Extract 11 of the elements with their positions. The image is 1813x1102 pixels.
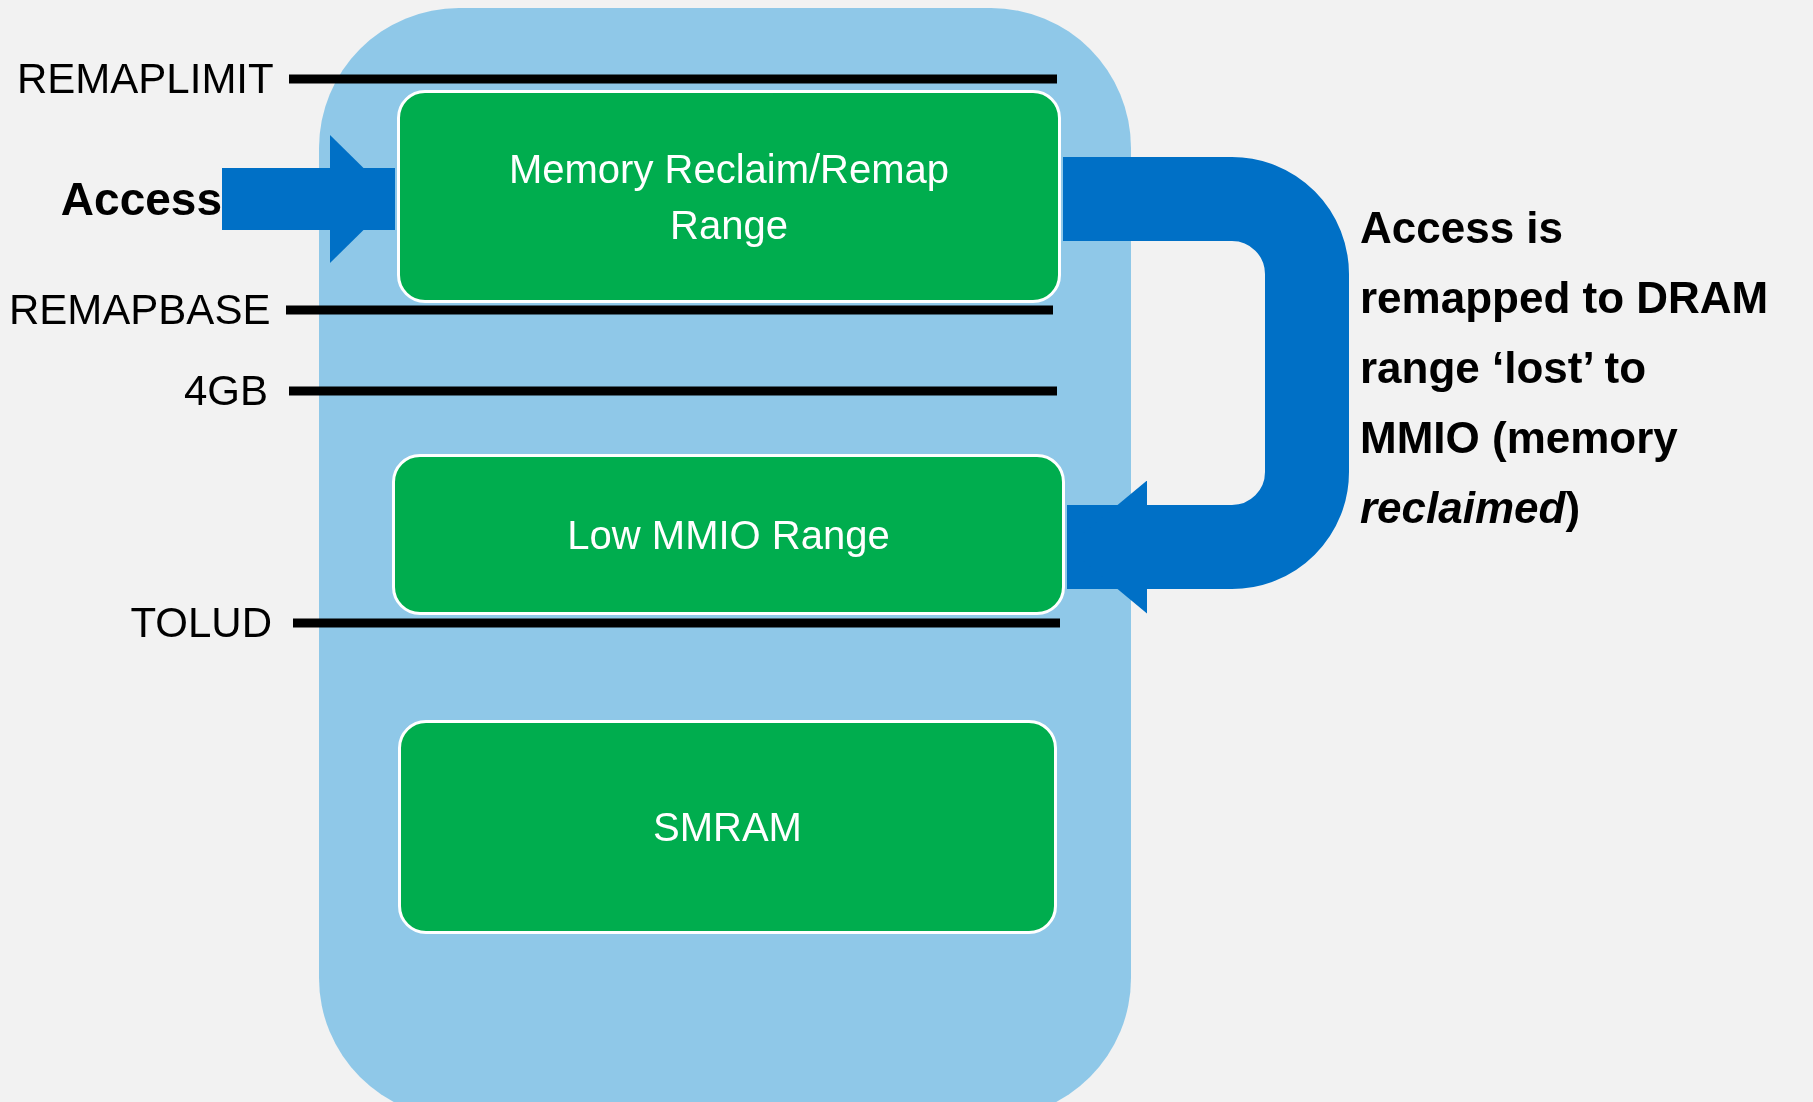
block-arrow: [1063, 157, 1349, 614]
memory-map-panel: [319, 8, 1131, 1102]
address-label: REMAPLIMIT: [17, 54, 274, 104]
address-label: REMAPBASE: [9, 285, 271, 335]
memory-range-box: Low MMIO Range: [392, 454, 1065, 615]
address-label: 4GB: [183, 366, 268, 416]
memory-range-box: Memory Reclaim/Remap Range: [397, 90, 1061, 303]
access-label: Access: [52, 168, 222, 230]
memory-range-box: SMRAM: [398, 720, 1057, 934]
edge-label: Access is remapped to DRAM range ‘lost’ to MMIO (memory reclaimed): [1360, 202, 1770, 534]
address-label: TOLUD: [130, 598, 272, 648]
